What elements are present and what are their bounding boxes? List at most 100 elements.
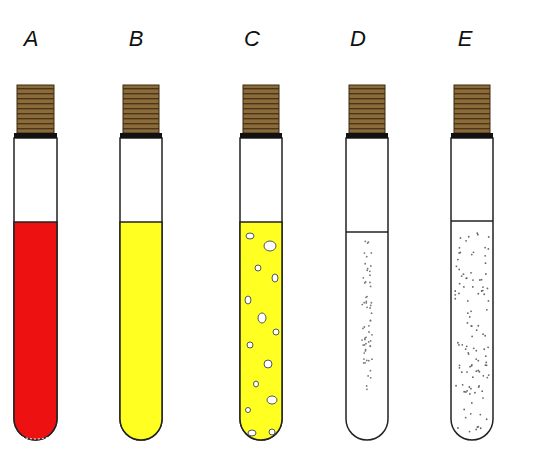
growth-dot <box>469 366 471 368</box>
growth-dot <box>369 270 371 272</box>
growth-dot <box>458 293 460 295</box>
growth-dot <box>461 344 463 346</box>
growth-dot <box>370 286 372 288</box>
growth-dot <box>366 256 368 258</box>
growth-dot <box>454 290 456 292</box>
growth-dot <box>482 286 484 288</box>
growth-dot <box>471 335 473 337</box>
growth-dot <box>485 262 487 264</box>
growth-dot <box>475 429 477 431</box>
growth-dot <box>363 302 365 304</box>
growth-dot <box>457 259 459 261</box>
growth-dot <box>471 365 473 367</box>
growth-dot <box>367 375 369 377</box>
growth-dot <box>364 362 366 364</box>
growth-dot <box>363 352 365 354</box>
growth-dot <box>470 310 472 312</box>
growth-dot <box>468 353 470 355</box>
growth-dot <box>467 312 469 314</box>
growth-dot <box>368 325 370 327</box>
growth-dot <box>365 343 367 345</box>
growth-dot <box>363 326 365 328</box>
growth-dot <box>366 360 368 362</box>
growth-dot <box>366 388 368 390</box>
growth-dot <box>471 402 473 404</box>
growth-dot <box>368 341 370 343</box>
tube-letter: E <box>458 28 473 50</box>
tube-letter: C <box>244 28 260 50</box>
growth-dot <box>365 302 367 304</box>
growth-dot <box>484 247 486 249</box>
growth-dot <box>454 298 456 300</box>
growth-dot <box>477 426 479 428</box>
growth-dot <box>487 346 489 348</box>
growth-dot <box>366 385 368 387</box>
growth-dot <box>467 322 469 324</box>
growth-dot <box>466 390 468 392</box>
growth-dot <box>369 345 371 347</box>
growth-dot <box>368 360 370 362</box>
growth-dot <box>364 240 366 242</box>
growth-dot <box>475 370 477 372</box>
growth-dot <box>470 413 472 415</box>
growth-dot <box>365 336 367 338</box>
growth-dot <box>365 296 367 298</box>
growth-dot <box>463 391 465 393</box>
growth-dot <box>472 286 474 288</box>
growth-dot <box>482 375 484 377</box>
growth-dot <box>472 376 474 378</box>
growth-dot <box>371 302 373 304</box>
growth-dot <box>484 335 486 337</box>
growth-dot <box>370 340 372 342</box>
growth-dot <box>362 277 364 279</box>
growth-dot <box>486 309 488 311</box>
test-tube-b <box>120 85 162 440</box>
growth-dot <box>366 269 368 271</box>
growth-dot <box>361 304 363 306</box>
growth-dot <box>460 237 462 239</box>
growth-dot <box>476 426 478 428</box>
growth-dot <box>368 331 370 333</box>
growth-dot <box>454 294 456 296</box>
growth-dot <box>365 349 367 351</box>
growth-dot <box>486 364 488 366</box>
test-tube-a <box>14 85 57 440</box>
growth-dot <box>481 390 483 392</box>
test-tube-e <box>451 85 493 440</box>
growth-dot <box>475 358 477 360</box>
growth-dot <box>483 348 485 350</box>
growth-dot <box>364 263 366 265</box>
growth-dot <box>484 255 486 257</box>
growth-dot <box>463 409 465 411</box>
gas-bubbles <box>245 233 279 436</box>
growth-dot <box>468 386 470 388</box>
growth-dot <box>473 347 475 349</box>
growth-dot <box>481 279 483 281</box>
growth-dot <box>457 342 459 344</box>
growth-dot <box>470 272 472 274</box>
growth-dot <box>470 325 472 327</box>
growth-dot <box>478 386 480 388</box>
growth-dot <box>465 240 467 242</box>
growth-dot <box>483 293 485 295</box>
growth-dot <box>459 252 461 254</box>
growth-dot <box>469 316 471 318</box>
growth-dot <box>370 265 372 267</box>
growth-dot <box>466 277 468 279</box>
growth-dot <box>479 414 481 416</box>
growth-dot <box>485 355 487 357</box>
growth-dot <box>369 307 371 309</box>
growth-dot <box>361 339 363 341</box>
growth-dot <box>476 329 478 331</box>
growth-dot <box>456 265 458 267</box>
growth-dot <box>474 392 476 394</box>
growth-dot <box>455 385 457 387</box>
growth-dot <box>370 377 372 379</box>
growth-dot <box>470 388 472 390</box>
growth-dot <box>462 384 464 386</box>
growth-dot <box>461 275 463 277</box>
growth-dot <box>471 254 473 256</box>
growth-dot <box>479 279 481 281</box>
growth-dot <box>478 371 480 373</box>
